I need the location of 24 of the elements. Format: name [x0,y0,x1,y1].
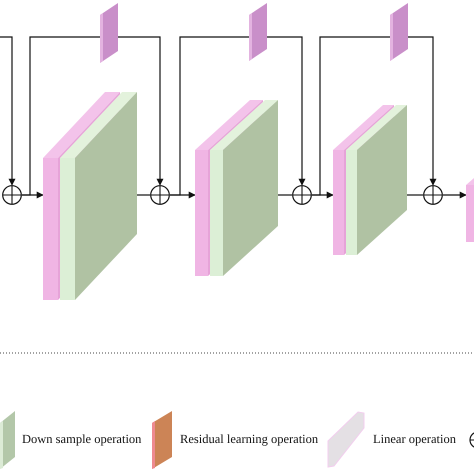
linear-layer-plate [249,3,267,61]
layer-block-drawing [43,92,137,300]
connector-line [137,194,150,196]
connector-line [22,36,100,196]
sum-circle [150,185,170,205]
legend-text: Linear operation [373,432,456,447]
connector-line [278,194,292,196]
arrow [443,192,467,198]
linear-layer-plate [390,3,408,61]
arrow [118,36,164,186]
linear-layer-plate [100,3,118,63]
arrow [0,36,16,186]
sum-circle [2,185,22,205]
legend-text: Residual learning operation [180,432,318,447]
layer-block-drawing [333,105,407,255]
connector-line [407,194,423,196]
sum-circle [292,185,312,205]
arrow [267,36,306,186]
arrow [408,36,436,186]
connector-line [312,36,390,196]
legend-text: Down sample operation [22,432,142,447]
sum-circle [423,185,443,205]
connector-line [170,36,249,196]
layer-block-drawing [195,100,278,276]
